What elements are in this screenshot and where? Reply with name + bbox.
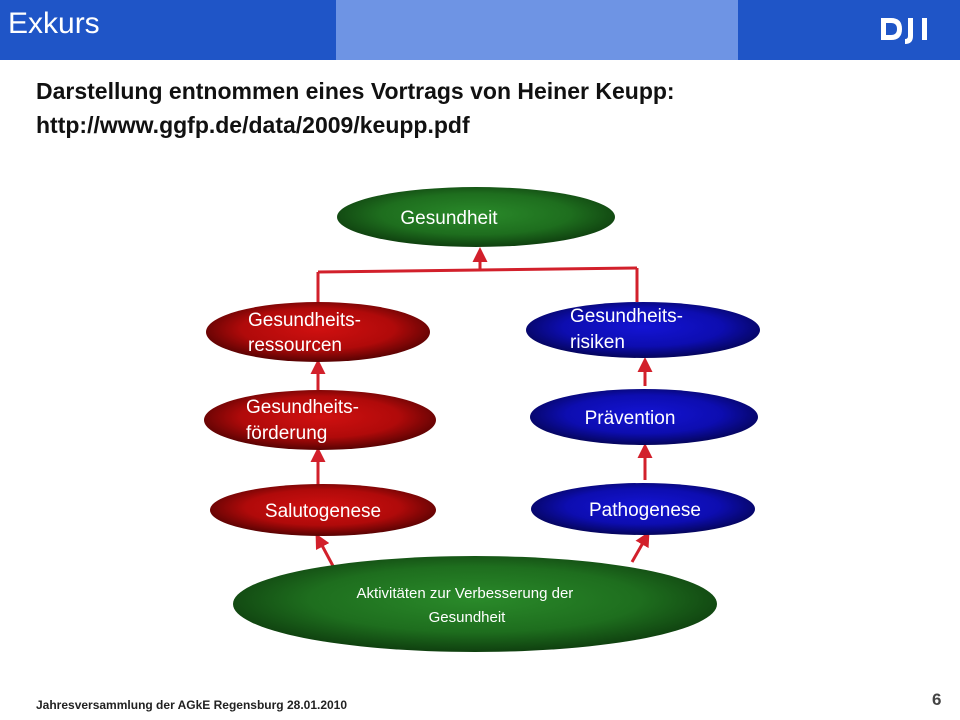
arrow-aktivitaeten-to-salutogenese: [315, 533, 335, 567]
node-aktivitaeten: Aktivitäten zur Verbesserung der Gesundh…: [233, 556, 717, 652]
node-praevention: Prävention: [530, 389, 758, 445]
footer-text: Jahresversammlung der AGkE Regensburg 28…: [36, 698, 348, 712]
arrow-aktivitaeten-to-pathogenese: [630, 531, 650, 563]
node-gesundheit: Gesundheit: [337, 187, 615, 247]
connector-lines: [310, 247, 653, 567]
node-salutogenese: Salutogenese: [210, 484, 436, 536]
connector-top-bar: [317, 266, 638, 274]
intro-line-url[interactable]: http://www.ggfp.de/data/2009/keupp.pdf: [36, 112, 470, 138]
dji-logo-icon: [881, 18, 927, 44]
node-praevention-label: Prävention: [585, 408, 676, 429]
node-risiken-label: Gesundheits- risiken: [570, 306, 688, 353]
slide-header: Exkurs: [0, 0, 960, 60]
node-risiken: Gesundheits- risiken: [526, 302, 760, 358]
node-ressourcen-label: Gesundheits- ressourcen: [248, 310, 366, 356]
header-band-left: [0, 0, 336, 60]
node-aktivitaeten-label: Aktivitäten zur Verbesserung der Gesundh…: [357, 585, 578, 626]
node-gesundheit-label: Gesundheit: [400, 208, 498, 229]
page-number: 6: [932, 690, 942, 709]
intro-line-source: Darstellung entnommen eines Vortrags von…: [36, 78, 675, 104]
node-ressourcen: Gesundheits- ressourcen: [206, 302, 430, 362]
node-pathogenese: Pathogenese: [531, 483, 755, 535]
slide-title: Exkurs: [8, 7, 100, 40]
header-band-middle: [336, 0, 738, 60]
node-foerderung: Gesundheits- förderung: [204, 390, 436, 450]
node-foerderung-label: Gesundheits- förderung: [246, 397, 364, 444]
node-pathogenese-label: Pathogenese: [589, 500, 701, 521]
node-salutogenese-label: Salutogenese: [265, 501, 381, 522]
